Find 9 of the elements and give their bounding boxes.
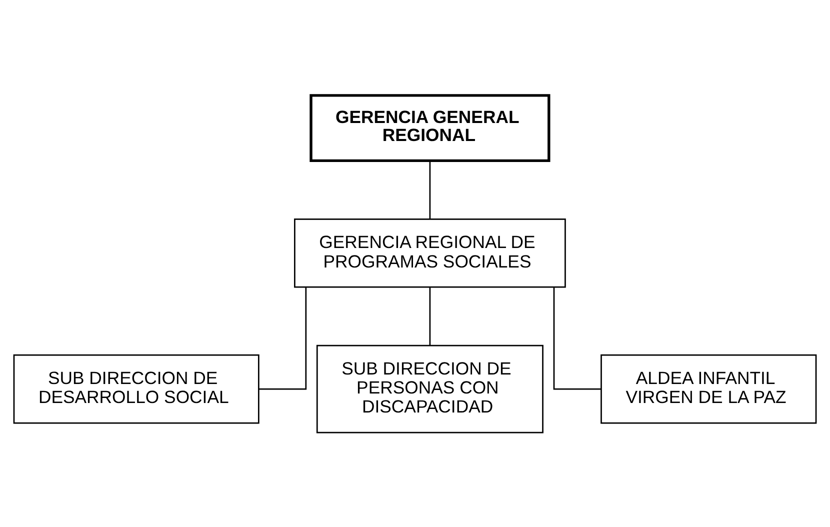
- node-box: SUB DIRECCION DE DESARROLLO SOCIAL: [13, 354, 260, 424]
- connector: [258, 286, 307, 390]
- node-box: SUB DIRECCION DE PERSONAS CON DISCAPACIDAD: [316, 344, 544, 433]
- node-box: GERENCIA REGIONAL DE PROGRAMAS SOCIALES: [294, 218, 566, 288]
- connector: [429, 286, 431, 345]
- node-box: ALDEA INFANTIL VIRGEN DE LA PAZ: [600, 354, 817, 424]
- connector: [553, 286, 602, 390]
- connector: [429, 160, 431, 218]
- node-box: GERENCIA GENERAL REGIONAL: [310, 94, 550, 162]
